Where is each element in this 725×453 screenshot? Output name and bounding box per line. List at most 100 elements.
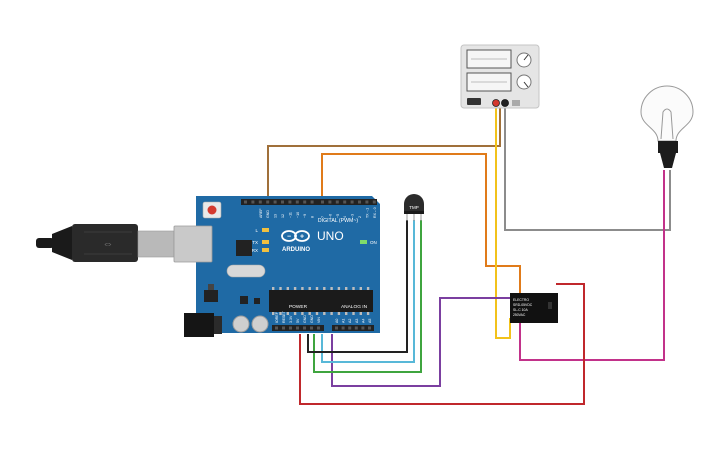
led-tx-label: TX [252,240,258,245]
digital-pin-hole[interactable] [288,200,292,204]
chip-leg [272,312,275,315]
relay-text-2: SRD-05VDC [513,303,533,307]
digital-pin-hole[interactable] [350,200,354,204]
digital-pin-hole[interactable] [335,200,339,204]
digital-pin-hole[interactable] [365,200,369,204]
power-pin-hole[interactable] [275,326,278,330]
analog-pin-label: A0 [335,319,339,323]
analog-pin-label: A4 [361,319,365,323]
digital-pin-hole[interactable] [343,200,347,204]
digital-pin-label: GND [266,210,270,218]
usb-plug-metal [137,230,175,258]
digital-pin-label: 12 [281,214,285,218]
usb-icon: ⇔ [103,238,114,250]
analog-pin-hole[interactable] [335,326,338,330]
analog-pin-hole[interactable] [348,326,352,330]
wire-black [307,220,408,353]
analog-pin-hole[interactable] [354,326,358,330]
arduino-logo-plus: + [300,234,304,241]
digital-pin-hole[interactable] [266,200,270,204]
wire-orange [321,153,521,300]
sensor-body[interactable] [404,194,424,213]
digital-pin-label: ~6 [328,214,332,218]
terminal-negative[interactable] [501,99,509,107]
wire-purple [331,297,512,387]
chip-leg [366,287,370,290]
usb-cable: ⇔ [36,224,175,262]
relay-text-4: 250VAC [513,313,526,317]
digital-pin-label: ~9 [303,214,307,218]
analog-pin-hole[interactable] [341,326,345,330]
power-pin-hole[interactable] [282,326,285,330]
reset-button-cap[interactable] [207,205,217,215]
digital-pin-hole[interactable] [372,200,376,204]
power-pin-hole[interactable] [317,326,320,330]
led-rx [262,248,269,252]
crystal [226,264,266,278]
led-on-label: ON [370,240,377,245]
digital-pin-hole[interactable] [328,200,332,204]
chip-leg [315,287,319,290]
digital-pin-label: 7 [321,216,325,218]
digital-pin-hole[interactable] [358,200,361,204]
chip-leg [293,287,297,290]
digital-pin-label: ~10 [296,212,300,218]
digital-pin-label: ~11 [288,212,292,218]
chip-leg [330,312,333,315]
digital-pin-label: 2 [358,216,362,218]
usb-chip [236,240,252,256]
sensor-label: TMP [409,205,419,210]
analog-pin-label: A5 [368,319,372,323]
digital-pin-hole[interactable] [295,200,299,204]
digital-pin-hole[interactable] [310,200,314,204]
arduino-logo-minus: − [287,234,291,241]
chip-leg [308,312,311,315]
chip-leg [330,287,333,290]
chip-leg [366,312,370,315]
digital-pin-label: 13 [274,214,278,218]
power-pin-label: GND [310,315,314,323]
power-switch[interactable] [467,98,481,105]
power-pin-hole[interactable] [310,326,313,330]
digital-pin-hole[interactable] [281,200,284,204]
chip-leg [272,287,275,290]
terminal-positive[interactable] [492,99,500,107]
power-jack [184,313,214,337]
voltage-regulator [204,290,218,302]
analog-pin-holes [335,326,371,330]
digital-label: DIGITAL (PWM~) [318,218,358,224]
chip-leg [323,287,326,290]
led-tx [262,240,269,244]
temperature-sensor[interactable]: TMP [404,194,424,221]
analog-label: ANALOG IN [341,304,368,310]
digital-pin-hole[interactable] [303,200,307,204]
led-rx-label: RX [252,248,258,253]
led-on [360,240,367,244]
power-supply[interactable] [460,44,540,109]
light-bulb[interactable] [640,85,694,168]
wire-magenta [519,170,665,361]
power-pin-hole[interactable] [303,326,306,330]
analog-pin-hole[interactable] [368,326,371,330]
analog-pin-hole[interactable] [361,326,365,330]
digital-pin-label: TX→1 [365,208,369,218]
digital-pin-hole[interactable] [258,200,262,204]
bulb-glass[interactable] [640,85,694,142]
digital-pin-label: 8 [311,216,315,218]
usb-jack [173,225,213,263]
chip-leg [279,312,282,315]
relay[interactable]: ELECTRO SRD-05VDC SL-C 10A 250VAC [510,293,558,323]
chip-leg [352,287,355,290]
power-pin-label: GND [303,315,307,323]
led-l [262,228,269,232]
digital-pin-hole[interactable] [244,200,247,204]
digital-pin-hole[interactable] [273,200,277,204]
chip-leg [301,312,304,315]
power-pin-hole[interactable] [296,326,299,330]
power-pin-label: 5V [296,318,300,323]
power-pin-hole[interactable] [289,326,292,330]
digital-pin-hole[interactable] [321,200,324,204]
digital-pin-hole[interactable] [251,200,255,204]
